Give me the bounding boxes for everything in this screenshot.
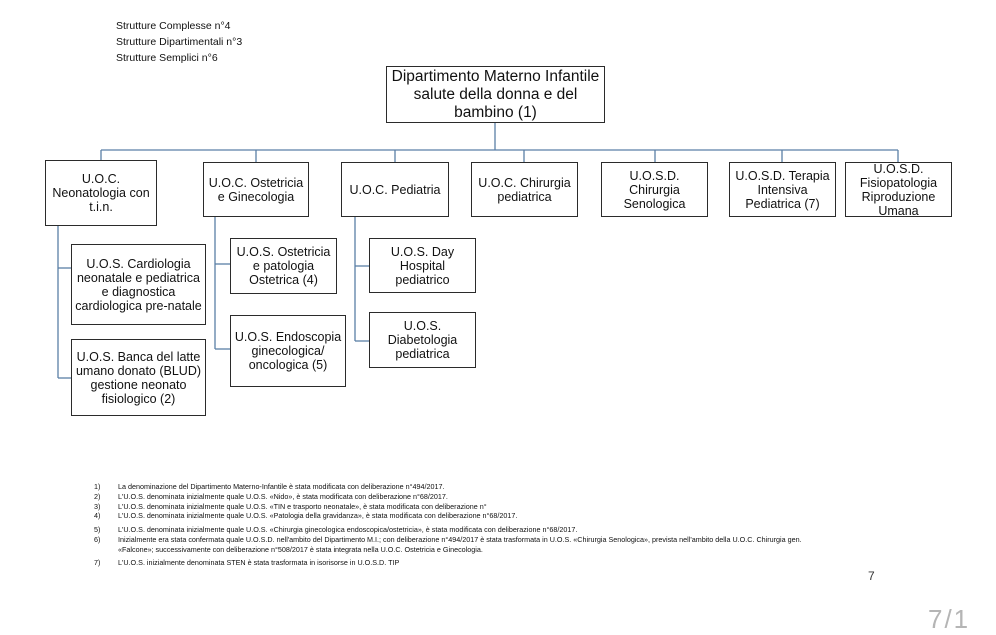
footnote-text: La denominazione del Dipartimento Matern… [118,482,445,491]
footnote: 5) L'U.O.S. denominata inizialmente qual… [94,525,834,535]
footnote-number: 3) [94,501,101,511]
unit-label: U.O.S. Day Hospital pediatrico [390,244,455,287]
structure-summary: Strutture Complesse n°4 Strutture Dipart… [116,18,242,66]
footnote-text: L'U.O.S. denominata inizialmente quale U… [118,501,487,511]
unit-label: U.O.C. Neonatologia con t.i.n. [52,172,150,214]
department-title: Dipartimento Materno Infantile salute de… [391,67,600,121]
footnote: 7) L'U.O.S. inizialmente denominata STEN… [94,558,834,568]
unit-label: U.O.C. Pediatria [349,182,441,197]
footnote-text: L'U.O.S. denominata inizialmente quale U… [118,511,518,521]
footnote-text: L'U.O.S. denominata inizialmente quale U… [118,491,448,501]
unit-label: U.O.S.D. Terapia Intensiva Pediatrica (7… [735,168,830,211]
footnote-number: 4) [94,511,101,521]
uosd-chirurgia-senologica-box: U.O.S.D. Chirurgia Senologica [601,162,708,217]
uosd-fisiopatologia-box: U.O.S.D. Fisiopatologia Riproduzione Uma… [845,162,952,217]
uos-endoscopia-box: U.O.S. Endoscopia ginecologica/ oncologi… [230,315,346,387]
footnote-text: Inizialmente era stata confermata quale … [118,534,802,554]
unit-label: U.O.S. Cardiologia neonatale e pediatric… [75,256,202,313]
summary-line: Strutture Semplici n°6 [116,52,218,64]
footnotes: 1) La denominazione del Dipartimento Mat… [94,482,834,567]
uosd-terapia-intensiva-box: U.O.S.D. Terapia Intensiva Pediatrica (7… [729,162,836,217]
org-chart-connectors [57,123,899,379]
unit-label: U.O.S.D. Fisiopatologia Riproduzione Uma… [859,162,938,217]
page-number-cutoff: 7/1 [928,604,971,634]
uos-day-hospital-box: U.O.S. Day Hospital pediatrico [369,238,476,293]
footnote: 1) La denominazione del Dipartimento Mat… [94,482,834,492]
footnote: 4) L'U.O.S. denominata inizialmente qual… [94,511,834,521]
page-number: 7 [868,569,875,583]
uos-banca-latte-box: U.O.S. Banca del latte umano donato (BLU… [71,339,206,416]
footnote-number: 7) [94,557,101,567]
unit-label: U.O.C. Ostetricia e Ginecologia [208,175,304,204]
footnote-number: 5) [94,525,101,535]
unit-label: U.O.S.D. Chirurgia Senologica [623,168,686,211]
uos-diabetologia-box: U.O.S. Diabetologia pediatrica [369,312,476,368]
footnote-number: 2) [94,491,101,501]
uoc-neonatologia-box: U.O.C. Neonatologia con t.i.n. [45,160,157,226]
uoc-ostetricia-box: U.O.C. Ostetricia e Ginecologia [203,162,309,217]
footnote: 2) L'U.O.S. denominata inizialmente qual… [94,492,834,502]
uos-ostetricia-patologia-box: U.O.S. Ostetricia e patologia Ostetrica … [230,238,337,294]
unit-label: U.O.S. Banca del latte umano donato (BLU… [75,349,202,406]
unit-label: U.O.S. Diabetologia pediatrica [387,319,458,361]
department-box: Dipartimento Materno Infantile salute de… [386,66,605,123]
uoc-chirurgia-pediatrica-box: U.O.C. Chirurgia pediatrica [471,162,578,217]
summary-line: Strutture Complesse n°4 [116,20,231,32]
unit-label: U.O.S. Endoscopia ginecologica/ oncologi… [234,330,342,372]
footnote-number: 6) [94,534,101,544]
uoc-pediatria-box: U.O.C. Pediatria [341,162,449,217]
footnote-text: L'U.O.S. inizialmente denominata STEN è … [118,557,400,567]
footnote-text: L'U.O.S. denominata inizialmente quale U… [118,525,578,535]
uos-cardiologia-box: U.O.S. Cardiologia neonatale e pediatric… [71,244,206,325]
unit-label: U.O.C. Chirurgia pediatrica [478,175,571,204]
footnote-number: 1) [94,482,101,491]
footnote: 6) Inizialmente era stata confermata qua… [94,535,834,555]
summary-line: Strutture Dipartimentali n°3 [116,36,243,48]
footnote: 3) L'U.O.S. denominata inizialmente qual… [94,502,834,512]
unit-label: U.O.S. Ostetricia e patologia Ostetrica … [236,245,331,287]
